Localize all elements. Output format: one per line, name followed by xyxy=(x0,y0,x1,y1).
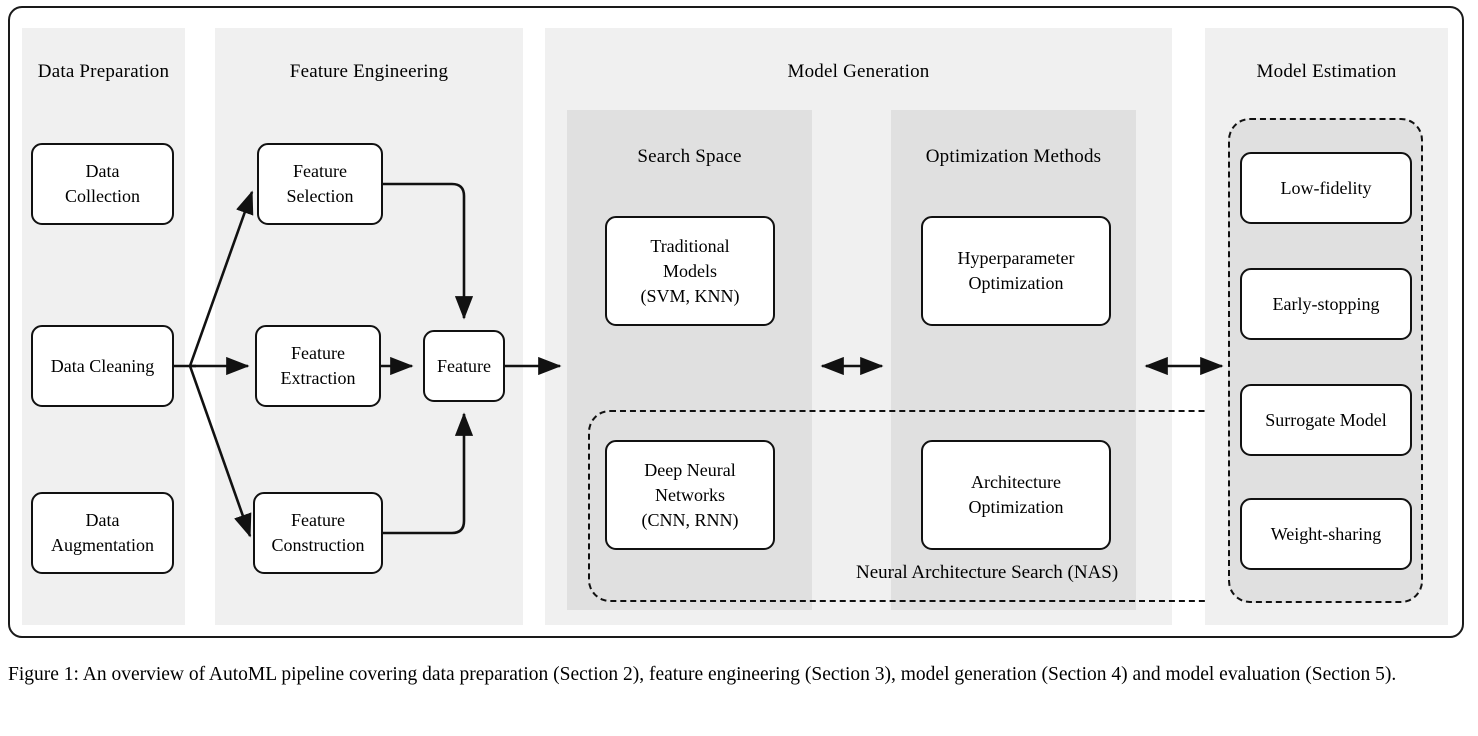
nas-label: Neural Architecture Search (NAS) xyxy=(856,562,1119,583)
subpanel-title-optimization-methods: Optimization Methods xyxy=(925,146,1102,167)
stage-title-data-preparation: Data Preparation xyxy=(37,61,170,82)
node-early-stopping[interactable]: Early-stopping xyxy=(1240,268,1412,340)
node-feature-construction[interactable]: Feature Construction xyxy=(253,492,383,574)
stage-title-model-generation: Model Generation xyxy=(787,61,930,82)
model-estimation-dashed-boundary xyxy=(1228,118,1423,603)
stage-title-model-estimation: Model Estimation xyxy=(1256,61,1397,82)
figure-caption: Figure 1: An overview of AutoML pipeline… xyxy=(8,664,1397,685)
stage-title-feature-engineering: Feature Engineering xyxy=(289,61,449,82)
node-low-fidelity[interactable]: Low-fidelity xyxy=(1240,152,1412,224)
node-feature-selection[interactable]: Feature Selection xyxy=(257,143,383,225)
node-hyperparameter-optimization[interactable]: Hyperparameter Optimization xyxy=(921,216,1111,326)
node-feature[interactable]: Feature xyxy=(423,330,505,402)
node-feature-extraction[interactable]: Feature Extraction xyxy=(255,325,381,407)
node-deep-neural-networks[interactable]: Deep Neural Networks (CNN, RNN) xyxy=(605,440,775,550)
node-weight-sharing[interactable]: Weight-sharing xyxy=(1240,498,1412,570)
node-data-collection[interactable]: Data Collection xyxy=(31,143,174,225)
node-data-augmentation[interactable]: Data Augmentation xyxy=(31,492,174,574)
node-architecture-optimization[interactable]: Architecture Optimization xyxy=(921,440,1111,550)
node-traditional-models[interactable]: Traditional Models (SVM, KNN) xyxy=(605,216,775,326)
node-surrogate-model[interactable]: Surrogate Model xyxy=(1240,384,1412,456)
subpanel-title-search-space: Search Space xyxy=(637,146,742,167)
node-data-cleaning[interactable]: Data Cleaning xyxy=(31,325,174,407)
